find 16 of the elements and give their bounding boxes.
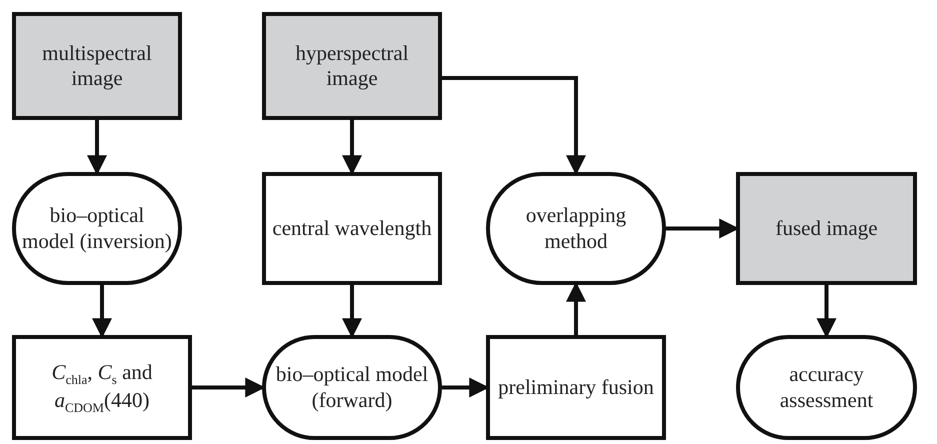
process-box <box>262 172 442 285</box>
node-label: C$_{chla}$, C$_{s}$ and a$_{CDOM}$(440) <box>50 360 154 416</box>
input-box <box>262 12 442 120</box>
process-box <box>486 335 666 440</box>
input-box <box>736 172 917 285</box>
node-label: hyperspectral image <box>294 40 410 92</box>
node-label: multispectral image <box>41 40 153 92</box>
node-label: bio–optical model (inversion) <box>22 203 172 254</box>
node-label: central wavelength <box>272 216 432 242</box>
node-label: overlapping method <box>524 203 628 254</box>
node-label: bio–optical model (forward) <box>274 362 430 413</box>
node-label: accuracy assessment <box>778 362 874 413</box>
process-box <box>12 335 192 440</box>
node-label: preliminary fusion <box>498 374 654 400</box>
node-label: fused image <box>775 216 878 242</box>
input-box <box>12 12 182 120</box>
